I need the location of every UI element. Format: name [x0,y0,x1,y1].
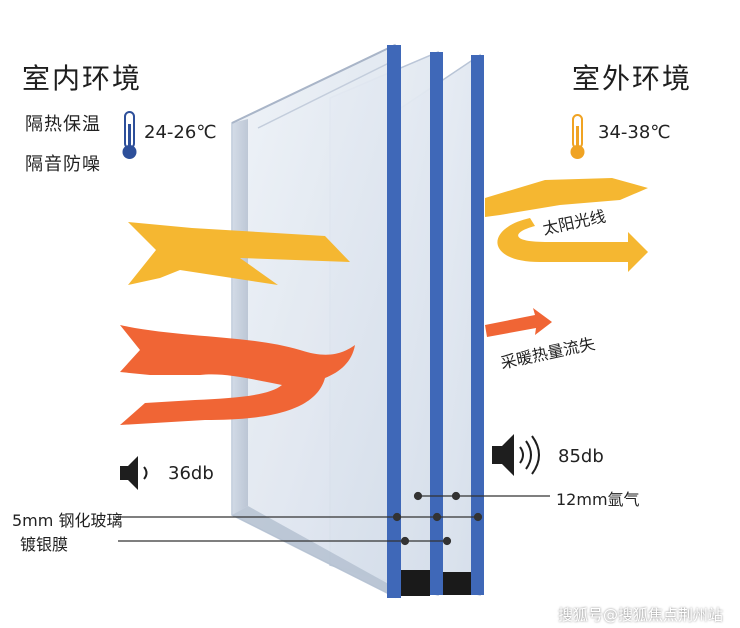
indoor-feature-insulation: 隔热保温 [25,114,101,135]
heat-arrow-indoor [120,325,355,425]
indoor-title: 室内环境 [22,62,143,95]
sunlight-arrow-outdoor [485,178,648,217]
tempered-glass-label: 5mm 钢化玻璃 [12,511,123,530]
sunlight-arrow-indoor [128,222,350,285]
blue-spacer-frames [387,45,484,598]
outdoor-title: 室外环境 [572,62,693,95]
heat-loss-arrow-outdoor [485,308,552,337]
thermometer-hot-icon [570,114,585,159]
indoor-sound-level: 36db [168,463,214,484]
sunlight-reflection-arrow [497,218,648,272]
indoor-feature-soundproof: 隔音防噪 [25,154,101,175]
speaker-loud-icon [492,434,540,476]
thermometer-cold-icon [122,111,137,159]
glass-edge-inner [232,119,248,515]
glass-edge-bottom [232,506,403,597]
silver-coating-label: 镀银膜 [20,535,69,554]
watermark: 搜狐号@搜狐焦点荆州站 [558,606,724,624]
speaker-quiet-icon [120,456,148,490]
indoor-temperature: 24-26℃ [144,122,217,143]
outdoor-sound-level: 85db [558,446,604,467]
outdoor-temperature: 34-38℃ [598,122,671,143]
glass-panes [231,43,481,599]
callout-lines [118,491,550,546]
argon-label: 12mm氩气 [556,490,640,509]
